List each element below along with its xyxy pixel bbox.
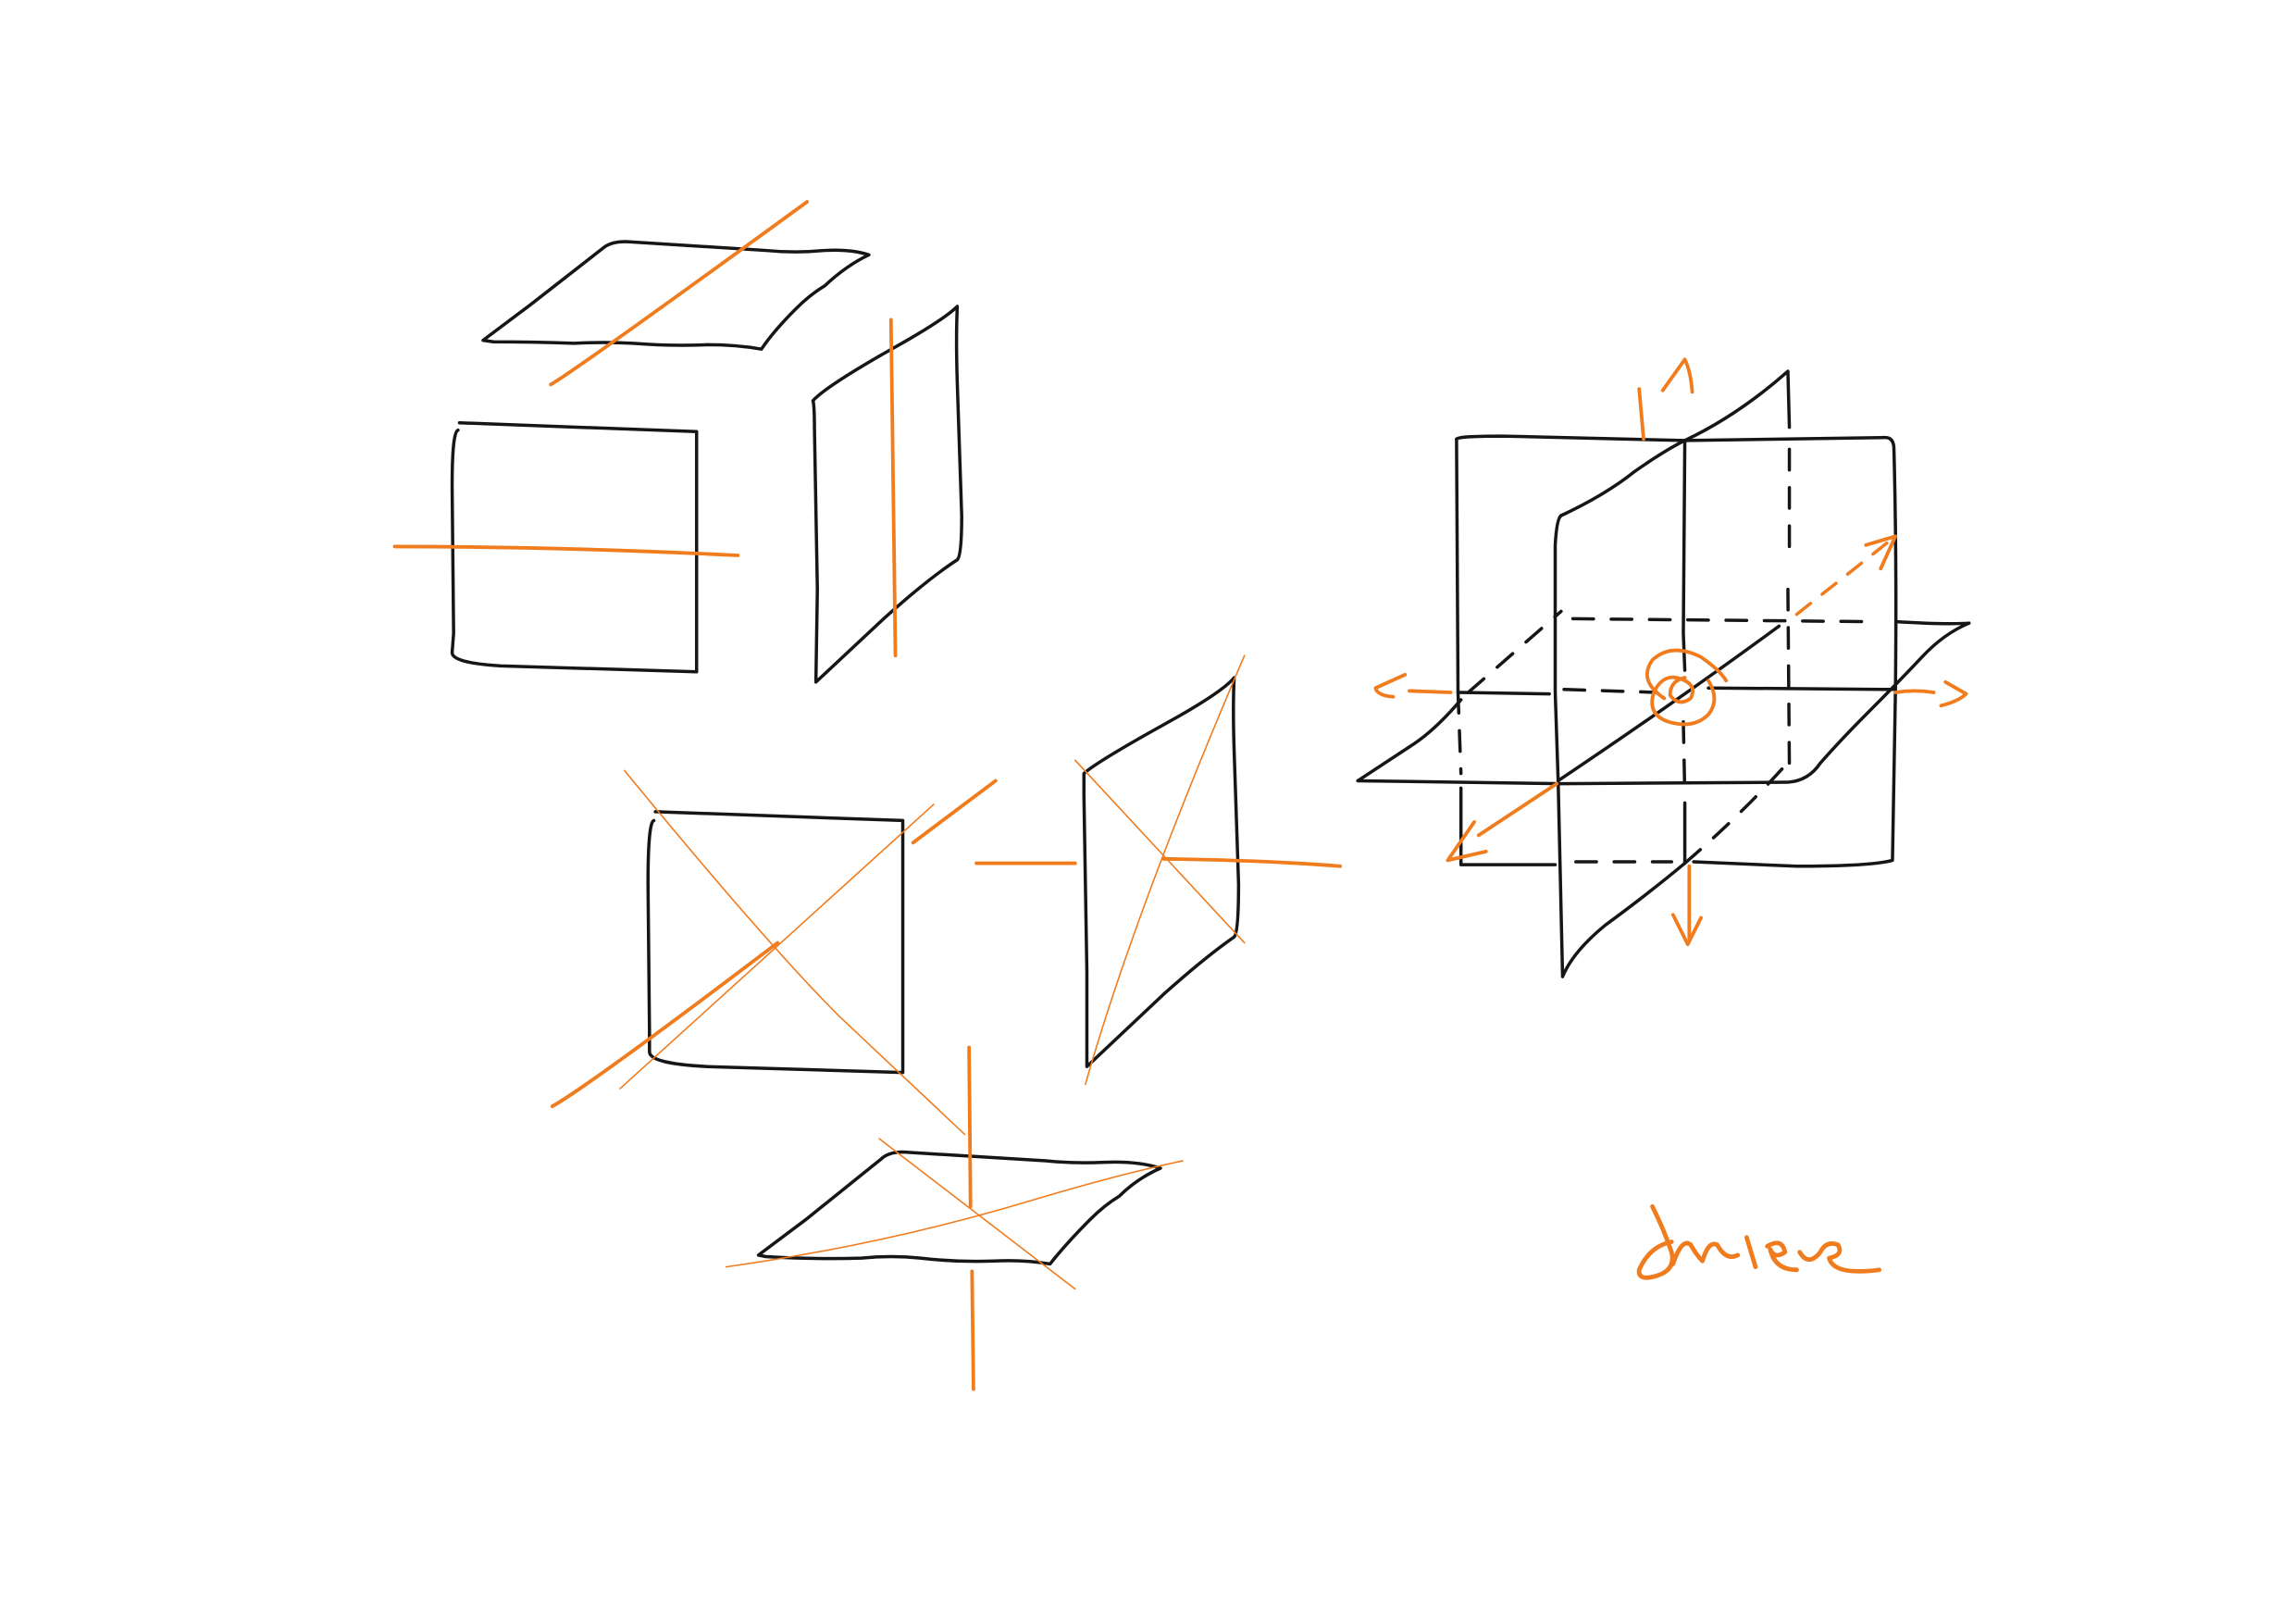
side-plane-with-diagonals (974, 654, 1343, 1086)
side-plane-with-axis (811, 305, 963, 684)
front-plane-with-axis (392, 421, 740, 674)
signature (1636, 1203, 1882, 1280)
three-plane-assembly (1356, 357, 1971, 978)
bottom-plane-with-diagonals (725, 1045, 1184, 1391)
front-plane-with-diagonals (550, 769, 998, 1136)
top-plane-with-axis (481, 200, 871, 387)
